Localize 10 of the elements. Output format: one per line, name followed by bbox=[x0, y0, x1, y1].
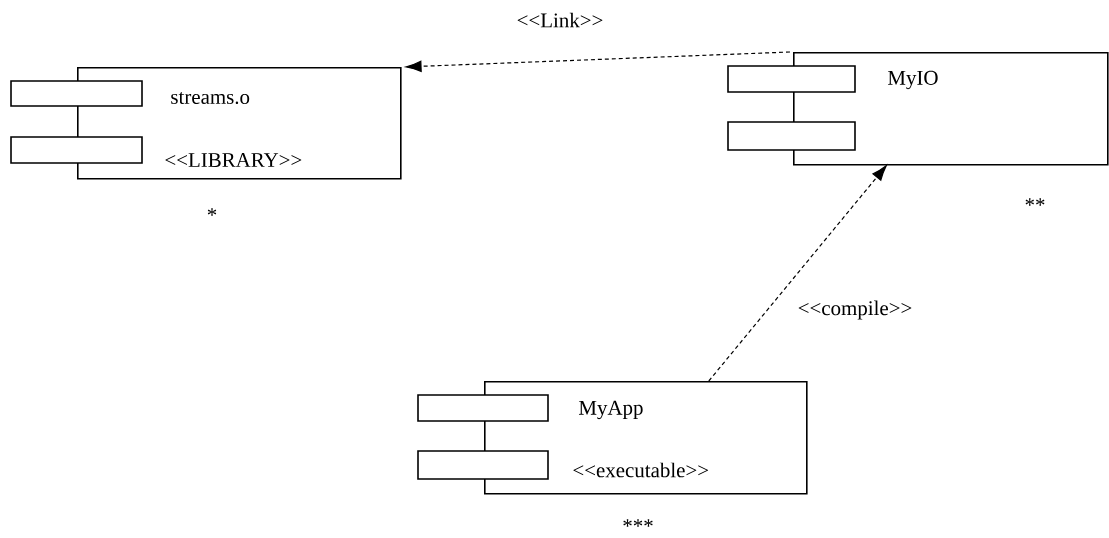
multiplicity-mark: ** bbox=[1025, 198, 1045, 206]
dependency-arrow bbox=[405, 51, 791, 72]
multiplicity-mark: *** bbox=[623, 519, 653, 527]
component-box: MyIO bbox=[727, 52, 1109, 166]
edge-label: <<compile>> bbox=[795, 298, 915, 322]
multiplicity-mark: * bbox=[207, 208, 217, 216]
component-box: streams.o <<LIBRARY>> bbox=[10, 67, 402, 180]
dependency-arrow bbox=[708, 165, 887, 382]
edge-label: <<Link>> bbox=[514, 10, 606, 30]
component-box: MyApp <<executable>> bbox=[417, 381, 808, 495]
